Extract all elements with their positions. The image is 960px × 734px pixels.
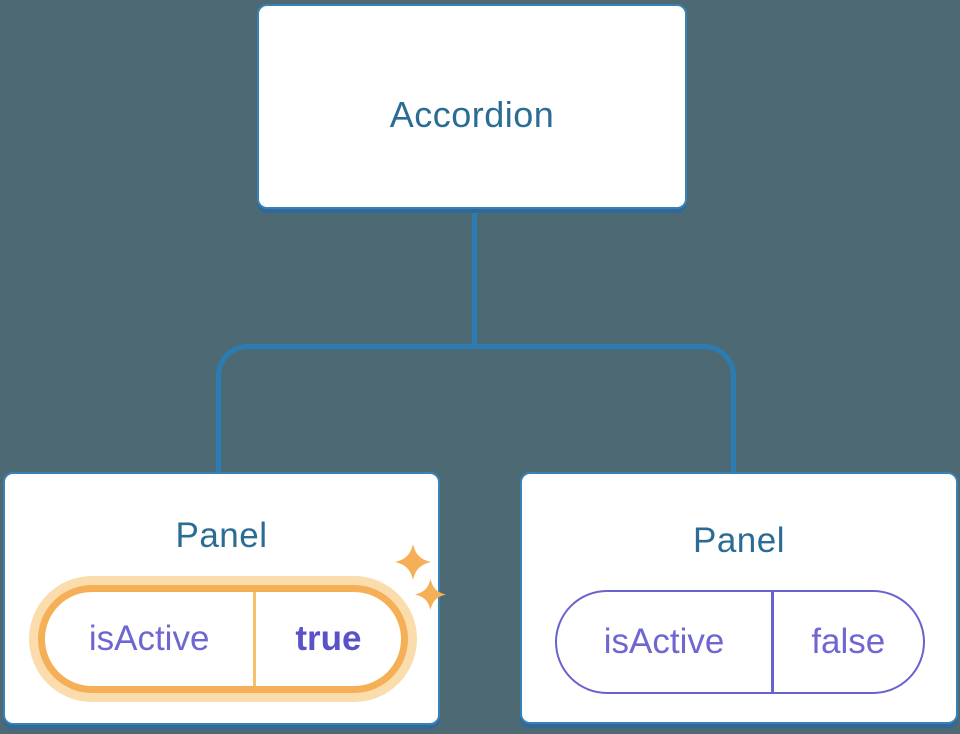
state-divider	[771, 592, 774, 692]
accordion-node: Accordion	[257, 4, 687, 209]
panel-node-inactive: Panel isActive false	[520, 472, 958, 724]
panel-node-active: Panel isActive true	[3, 472, 446, 725]
state-key: isActive	[88, 619, 210, 658]
connector-stem	[472, 210, 477, 348]
panel-title: Panel	[175, 516, 268, 555]
state-pill-active: isActive true	[38, 585, 408, 693]
state-pill-inactive: isActive false	[555, 590, 925, 694]
state-value: false	[811, 622, 886, 661]
state-key: isActive	[603, 622, 725, 661]
accordion-label: Accordion	[389, 94, 555, 135]
connector-branch	[216, 344, 736, 472]
state-value: true	[295, 619, 362, 658]
state-divider	[253, 592, 256, 686]
sparkle-icon	[393, 542, 451, 614]
panel-title: Panel	[692, 521, 786, 560]
